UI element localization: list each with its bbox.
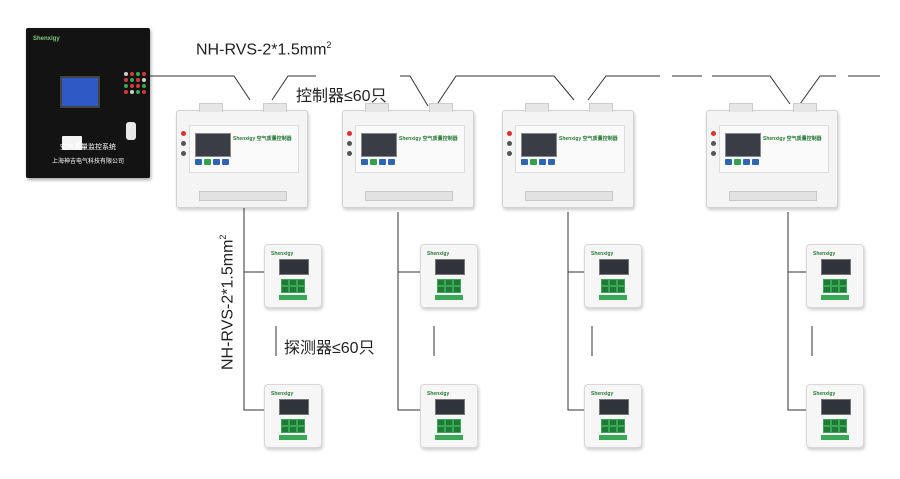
controller-screen bbox=[521, 133, 557, 157]
detector-screen bbox=[599, 259, 629, 275]
panel-brand: Shenxigy bbox=[33, 36, 60, 42]
controller-unit: Shenxigy 空气质量控制器 bbox=[342, 103, 474, 208]
detector-unit: Shenxigy bbox=[420, 244, 478, 308]
panel-title: 空气质量监控系统 bbox=[60, 144, 116, 151]
terminal-block bbox=[199, 191, 287, 201]
detector-brand: Shenxigy bbox=[271, 391, 294, 397]
detector-limit-label: 探测器≤60只 bbox=[284, 340, 375, 357]
bus-wire bbox=[435, 75, 575, 107]
branch-wire bbox=[567, 212, 584, 411]
controller-brand: Shenxigy 空气质量控制器 bbox=[399, 136, 458, 142]
detector-screen bbox=[435, 399, 465, 415]
detector-brand: Shenxigy bbox=[813, 251, 836, 257]
branch-wire bbox=[243, 202, 264, 411]
controller-unit: Shenxigy 空气质量控制器 bbox=[176, 103, 308, 208]
terminal-block bbox=[729, 191, 817, 201]
detector-screen bbox=[435, 259, 465, 275]
bus-cable-label: NH-RVS-2*1.5mm2 bbox=[196, 40, 332, 59]
branch-wire bbox=[787, 212, 806, 411]
bus-wire bbox=[400, 75, 429, 107]
printer-slot-icon bbox=[62, 136, 82, 150]
bus-wire bbox=[587, 75, 660, 101]
detector-unit: Shenxigy bbox=[264, 244, 322, 308]
detector-brand: Shenxigy bbox=[271, 251, 294, 257]
panel-company: 上海神吉电气科技有限公司 bbox=[51, 159, 124, 165]
detector-unit: Shenxigy bbox=[264, 384, 322, 448]
detector-screen bbox=[821, 399, 851, 415]
controller-screen bbox=[195, 133, 231, 157]
key-lock-icon bbox=[126, 122, 136, 140]
detector-screen bbox=[279, 399, 309, 415]
detector-brand: Shenxigy bbox=[591, 251, 614, 257]
branch-cable-label: NH-RVS-2*1.5mm2 bbox=[218, 234, 237, 370]
panel-keypad bbox=[124, 72, 146, 94]
bus-wire bbox=[799, 75, 836, 105]
detector-brand: Shenxigy bbox=[813, 391, 836, 397]
controller-brand: Shenxigy 空气质量控制器 bbox=[763, 136, 822, 142]
monitoring-host-panel: Shenxigy 空气质量监控系统 上海神吉电气科技有限公司 bbox=[26, 28, 150, 178]
terminal-block bbox=[525, 191, 613, 201]
panel-lcd-screen bbox=[60, 76, 100, 108]
controller-screen bbox=[361, 133, 397, 157]
detector-screen bbox=[279, 259, 309, 275]
controller-brand: Shenxigy 空气质量控制器 bbox=[233, 136, 292, 142]
controller-unit: Shenxigy 空气质量控制器 bbox=[502, 103, 634, 208]
detector-unit: Shenxigy bbox=[584, 244, 642, 308]
detector-unit: Shenxigy bbox=[420, 384, 478, 448]
terminal-block bbox=[365, 191, 453, 201]
controller-screen bbox=[725, 133, 761, 157]
detector-brand: Shenxigy bbox=[591, 391, 614, 397]
controller-brand: Shenxigy 空气质量控制器 bbox=[559, 136, 618, 142]
bus-wire bbox=[712, 75, 791, 105]
detector-unit: Shenxigy bbox=[806, 384, 864, 448]
branch-wire bbox=[397, 212, 420, 411]
bus-wire bbox=[150, 75, 251, 101]
detector-screen bbox=[599, 399, 629, 415]
detector-unit: Shenxigy bbox=[806, 244, 864, 308]
detector-brand: Shenxigy bbox=[427, 391, 450, 397]
detector-unit: Shenxigy bbox=[584, 384, 642, 448]
controller-limit-label: 控制器≤60只 bbox=[296, 88, 387, 105]
bus-wire bbox=[271, 75, 316, 101]
detector-screen bbox=[821, 259, 851, 275]
controller-unit: Shenxigy 空气质量控制器 bbox=[706, 103, 838, 208]
detector-brand: Shenxigy bbox=[427, 251, 450, 257]
